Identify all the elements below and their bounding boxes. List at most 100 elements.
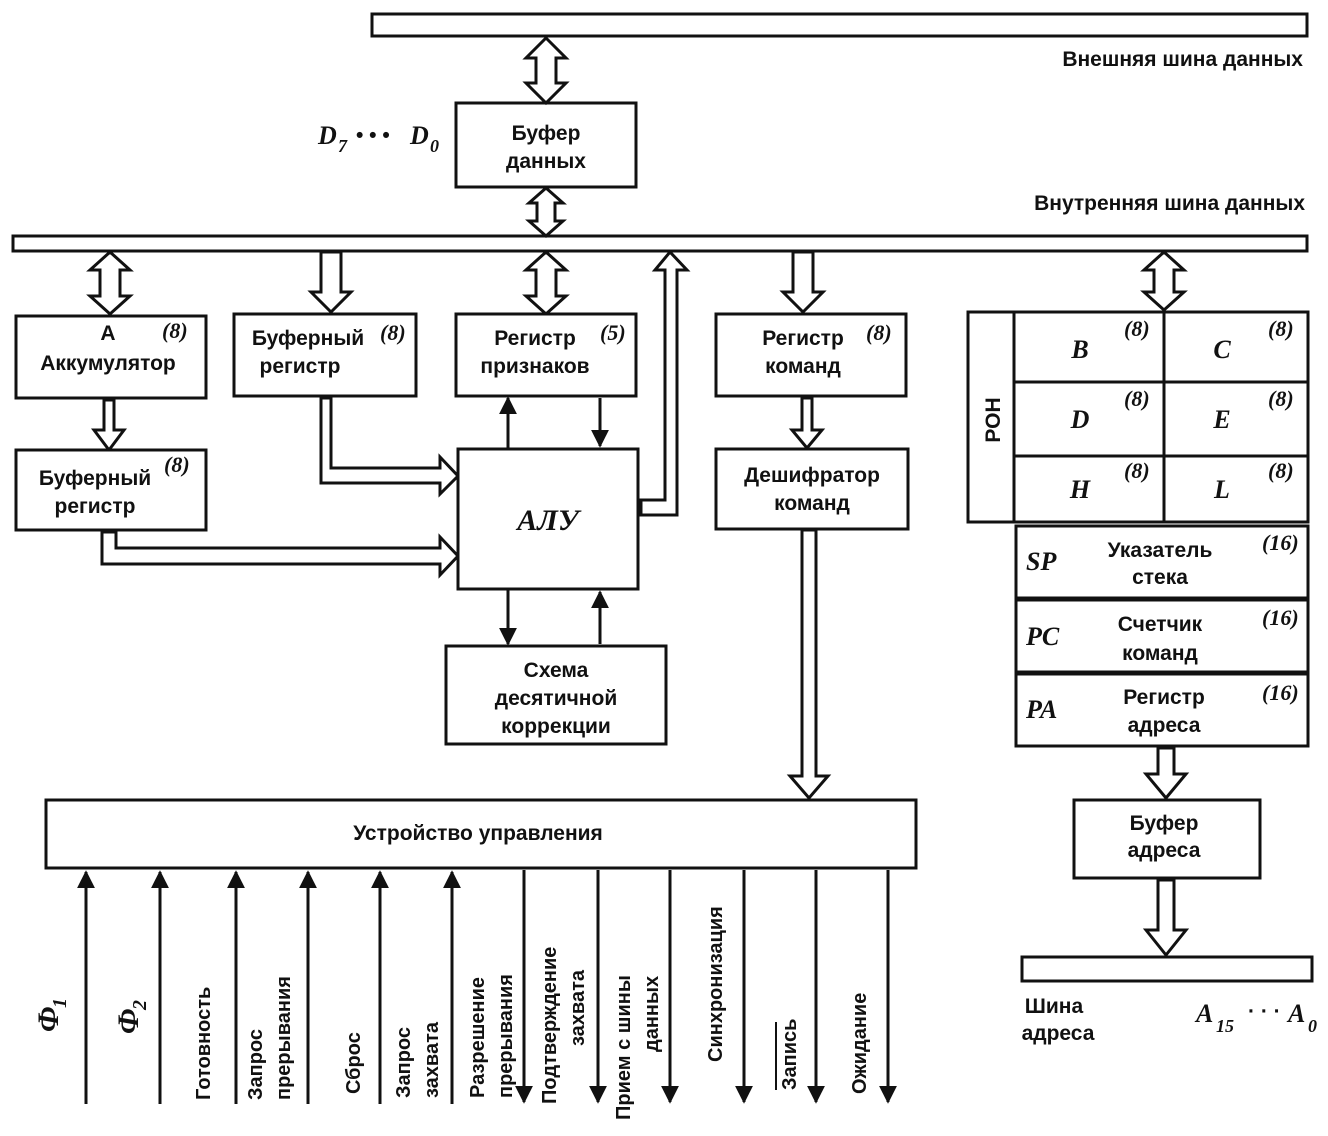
accumulator-block [14,314,208,400]
register-h-bits: (8) [1124,458,1150,483]
program-counter-block [1014,598,1310,674]
register-c-bits: (8) [1268,316,1294,341]
arrow-bus-gpr [1140,249,1188,313]
stack-pointer-block [1014,524,1310,600]
address-bus [1020,955,1314,983]
signal-wait-label: Ожидание [849,993,871,1094]
signal-interrupt-request-label-2: прерывания [273,976,295,1100]
program-counter-line-1: Счетчик [1118,613,1203,636]
internal-data-bus [11,234,1309,253]
acc-buffer-register-line-2: регистр [55,495,136,518]
phi1-subscript: 1 [49,998,71,1008]
register-b-bits: (8) [1124,316,1150,341]
arrow-acc-buffer-to-alu [100,530,461,579]
buffer-register-block [232,312,418,398]
decimal-correction-block [444,644,668,746]
a15-subscript: 15 [1216,1016,1234,1036]
a15-label: A [1194,999,1213,1028]
buffer-register-bits: (8) [380,320,406,345]
program-counter-bits: (16) [1262,605,1299,630]
decimal-correction-line-3: коррекции [501,715,611,738]
signal-hold-ack-label-2: захвата [567,969,589,1046]
flags-register-line-1: Регистр [494,327,576,350]
arrow-pa-to-address-buffer [1142,746,1190,801]
instruction-register-bits: (8) [866,320,892,345]
stack-pointer-line-2: стека [1132,566,1188,589]
data-pins-dots: • • • [356,124,390,147]
address-buffer-line-1: Буфер [1130,812,1199,835]
signal-data-bus-in-label-1: Прием с шины [613,975,635,1120]
data-pins-label: D 7 • • • D 0 [317,121,439,156]
arrow-register-to-decoder [788,396,826,451]
gpr-block [966,310,1310,524]
d0-label: D [409,121,429,150]
signal-interrupt-enable-label-1: Разрешение [467,977,489,1098]
arrow-bus-buffer-register [307,250,355,315]
register-d-bits: (8) [1124,386,1150,411]
arrow-data-buffer-internal-bus [525,185,567,239]
address-register-bits: (16) [1262,680,1299,705]
a0-label: A [1286,999,1305,1028]
buffer-register-line-1: Буферный [252,327,364,350]
d7-subscript: 7 [338,136,348,156]
arrow-decoder-to-control [786,528,832,801]
decimal-correction-line-2: десятичной [495,687,617,710]
signal-interrupt-enable-label-2: прерывания [495,974,517,1098]
flags-register-line-2: признаков [480,355,589,378]
flags-register-block [454,312,638,398]
arrow-bus-accumulator [86,249,134,317]
arrow-address-buffer-to-bus [1142,878,1190,958]
instruction-decoder-line-2: команд [774,492,850,515]
signal-hold-ack-label-1: Подтверждение [539,947,561,1104]
signal-phi1-label: Ф 1 [32,998,71,1032]
data-buffer-block [454,101,638,189]
signal-sync-label: Синхронизация [705,906,727,1062]
decimal-correction-line-1: Схема [524,659,589,682]
signal-write-label: Запись [779,1019,801,1090]
signal-reset-label: Сброс [343,1032,365,1094]
signal-interrupt-request-label-1: Запрос [245,1029,267,1100]
acc-buffer-register-line-1: Буферный [39,467,151,490]
address-register-block [1014,672,1310,748]
phi2-subscript: 2 [129,1000,151,1011]
instruction-decoder-line-1: Дешифратор [744,464,880,487]
arrow-external-bus-data-buffer [522,35,570,106]
register-l: L [1213,475,1230,504]
a0-subscript: 0 [1308,1016,1317,1036]
register-h: H [1069,475,1091,504]
arrow-accumulator-to-buffer [91,398,127,453]
address-bus-label-line-1: Шина [1025,995,1084,1018]
accumulator-bits: (8) [162,318,188,343]
signal-data-bus-in-label-2: данных [641,976,663,1052]
acc-buffer-register-bits: (8) [164,452,190,477]
address-register-abbr: PA [1025,695,1057,724]
address-pins-dots: · · · [1248,1000,1281,1023]
phi1-text: Ф [32,1006,65,1032]
acc-buffer-register-block [14,448,208,532]
data-buffer-line-1: Буфер [512,122,581,145]
address-register-line-2: адреса [1128,714,1201,737]
address-bus-label-line-2: адреса [1022,1022,1095,1045]
stack-pointer-bits: (16) [1262,530,1299,555]
address-pins-label: A 15 · · · A 0 [1194,999,1317,1036]
control-unit-label: Устройство управления [353,822,603,845]
d0-subscript: 0 [430,136,439,156]
instruction-decoder-block [714,447,910,531]
stack-pointer-abbr: SP [1026,547,1057,576]
register-b: B [1070,335,1088,364]
arrow-bus-flags-register [522,249,570,317]
internal-data-bus-label: Внутренняя шина данных [1034,192,1305,215]
flags-register-bits: (5) [600,320,626,345]
arrow-buffer-register-to-alu [319,396,461,498]
stack-pointer-line-1: Указатель [1108,539,1213,562]
register-c: C [1213,335,1231,364]
signal-hold-request-label-1: Запрос [393,1027,415,1098]
control-unit-block [44,798,918,870]
arrow-alu-output-to-bus [639,249,691,517]
address-register-line-1: Регистр [1123,686,1205,709]
control-signal-lines [77,870,897,1104]
register-e-bits: (8) [1268,386,1294,411]
data-buffer-line-2: данных [506,150,586,173]
address-buffer-block [1072,798,1262,880]
